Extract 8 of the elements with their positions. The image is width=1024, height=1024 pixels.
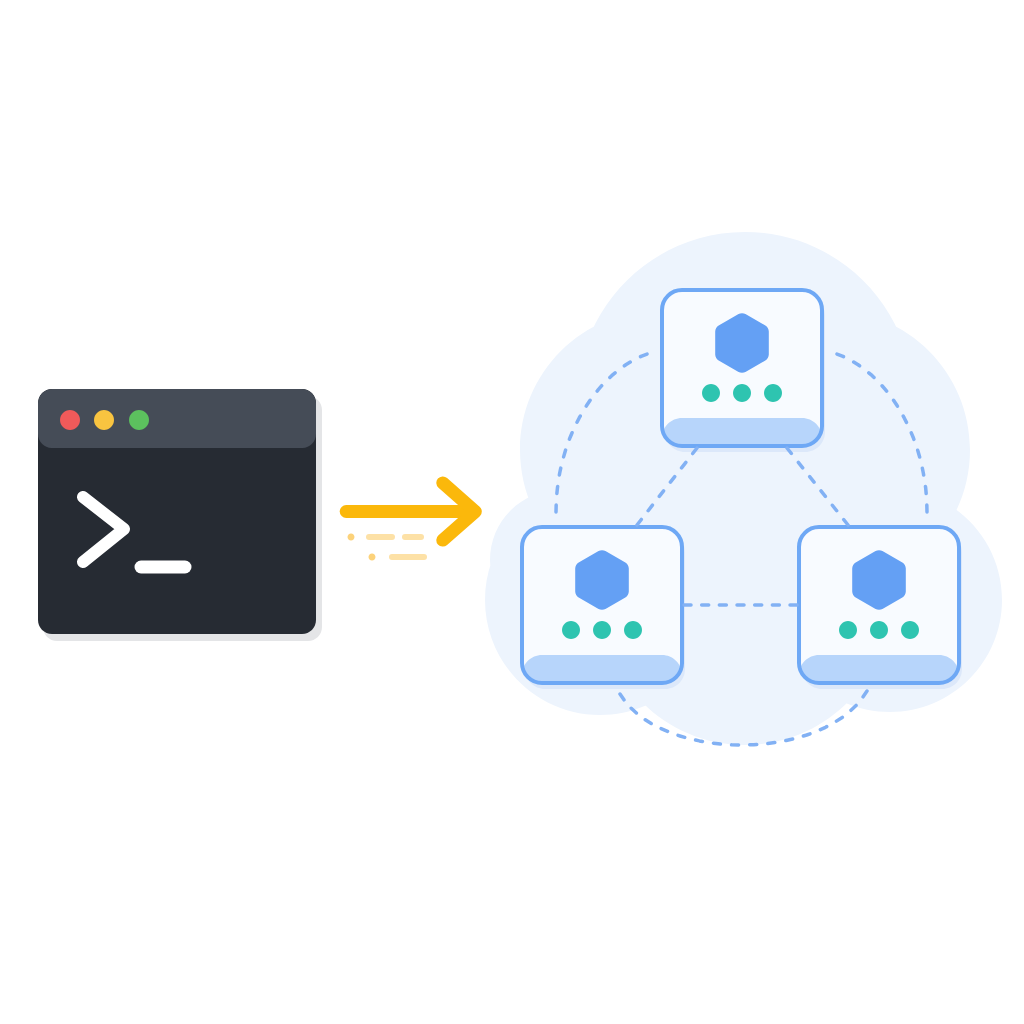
terminal-window xyxy=(38,389,322,641)
connector-line xyxy=(835,352,929,514)
connector-line xyxy=(682,603,799,607)
connector-line xyxy=(618,689,869,747)
connector-line xyxy=(554,352,649,514)
connector-line xyxy=(635,446,699,527)
connector-line xyxy=(785,446,850,527)
arrow xyxy=(339,476,482,547)
